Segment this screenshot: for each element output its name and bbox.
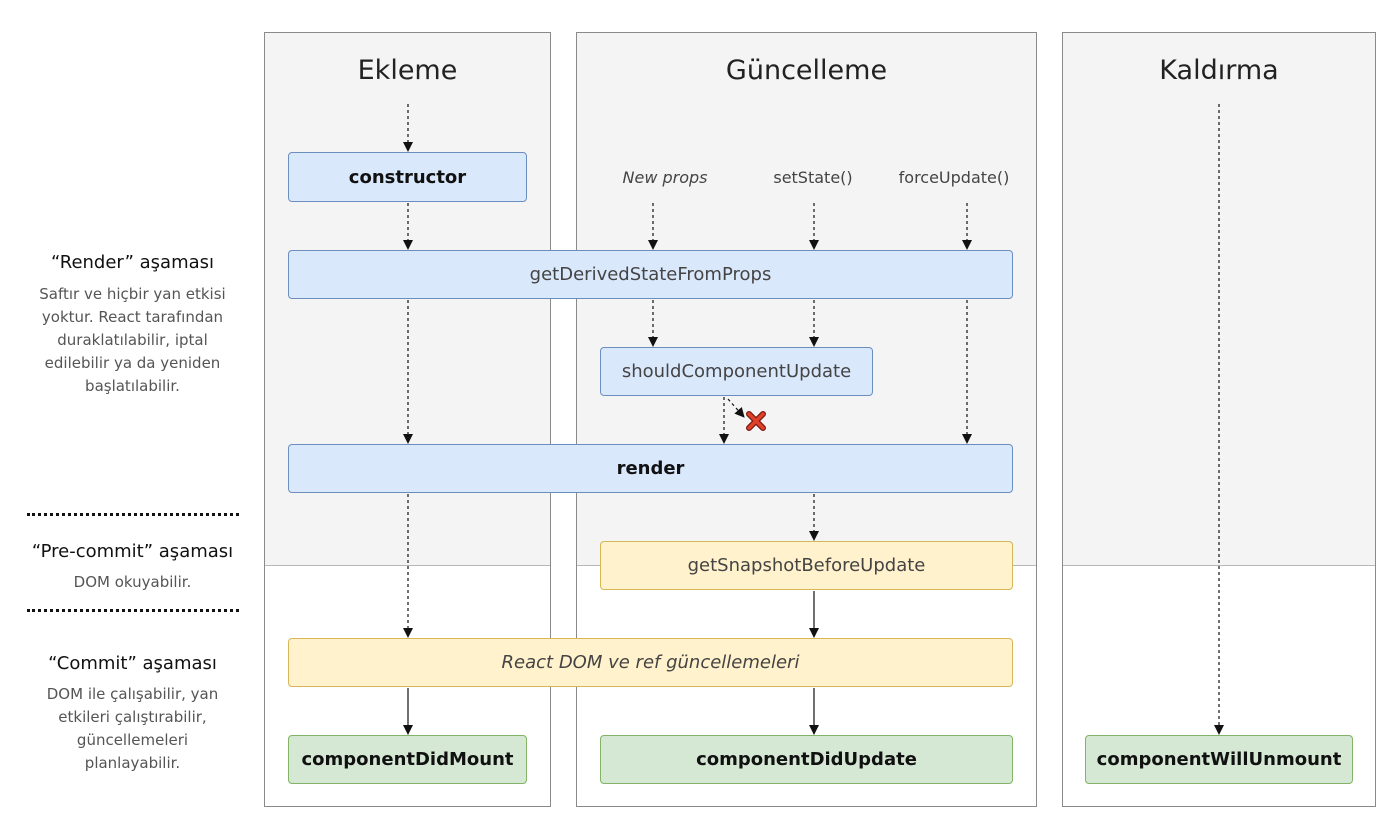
render-phase-line: edilebilir ya da yeniden (44, 354, 221, 372)
phase-separator-top (27, 513, 239, 516)
get-snapshot-before-update-box: getSnapshotBeforeUpdate (600, 541, 1013, 590)
render-phase-line: yoktur. React tarafından (41, 308, 224, 326)
should-component-update-box: shouldComponentUpdate (600, 347, 873, 396)
render-phase-description: Saftır ve hiçbir yan etkisi yoktur. Reac… (20, 283, 245, 398)
commit-phase-line: etkileri çalıştırabilir, (58, 708, 207, 726)
mounting-column-title: Ekleme (357, 55, 458, 86)
render-phase-title: “Render” aşaması (50, 252, 215, 273)
updating-column-title: Güncelleme (725, 55, 888, 86)
trigger-force-update: forceUpdate() (898, 168, 1010, 187)
render-phase-line: başlatılabilir. (85, 377, 180, 395)
render-box: render (288, 444, 1013, 493)
precommit-phase-description: DOM okuyabilir. (20, 571, 245, 594)
precommit-phase-title: “Pre-commit” aşaması (31, 541, 234, 562)
precommit-phase-line: DOM okuyabilir. (73, 573, 192, 591)
component-did-mount-box: componentDidMount (288, 735, 527, 784)
cancel-x-icon (746, 411, 766, 431)
render-phase-line: duraklatılabilir, iptal (57, 331, 208, 349)
commit-phase-description: DOM ile çalışabilir, yan etkileri çalışt… (20, 683, 245, 775)
phase-separator-bottom (27, 609, 239, 612)
trigger-new-props: New props (622, 168, 708, 187)
trigger-set-state: setState() (773, 168, 853, 187)
commit-phase-line: güncellemeleri (76, 731, 189, 749)
commit-phase-title: “Commit” aşaması (48, 653, 217, 674)
arrow-scu-to-cancel (727, 398, 745, 418)
constructor-box: constructor (288, 152, 527, 202)
component-will-unmount-box: componentWillUnmount (1085, 735, 1353, 784)
unmounting-column-title: Kaldırma (1159, 55, 1279, 86)
react-dom-update-box: React DOM ve ref güncellemeleri (288, 638, 1013, 687)
unmounting-column: Kaldırma (1062, 32, 1376, 807)
commit-phase-line: DOM ile çalışabilir, yan (46, 685, 219, 703)
get-derived-state-from-props-box: getDerivedStateFromProps (288, 250, 1013, 299)
commit-phase-line: planlayabilir. (84, 754, 181, 772)
component-did-update-box: componentDidUpdate (600, 735, 1013, 784)
render-phase-line: Saftır ve hiçbir yan etkisi (39, 285, 226, 303)
